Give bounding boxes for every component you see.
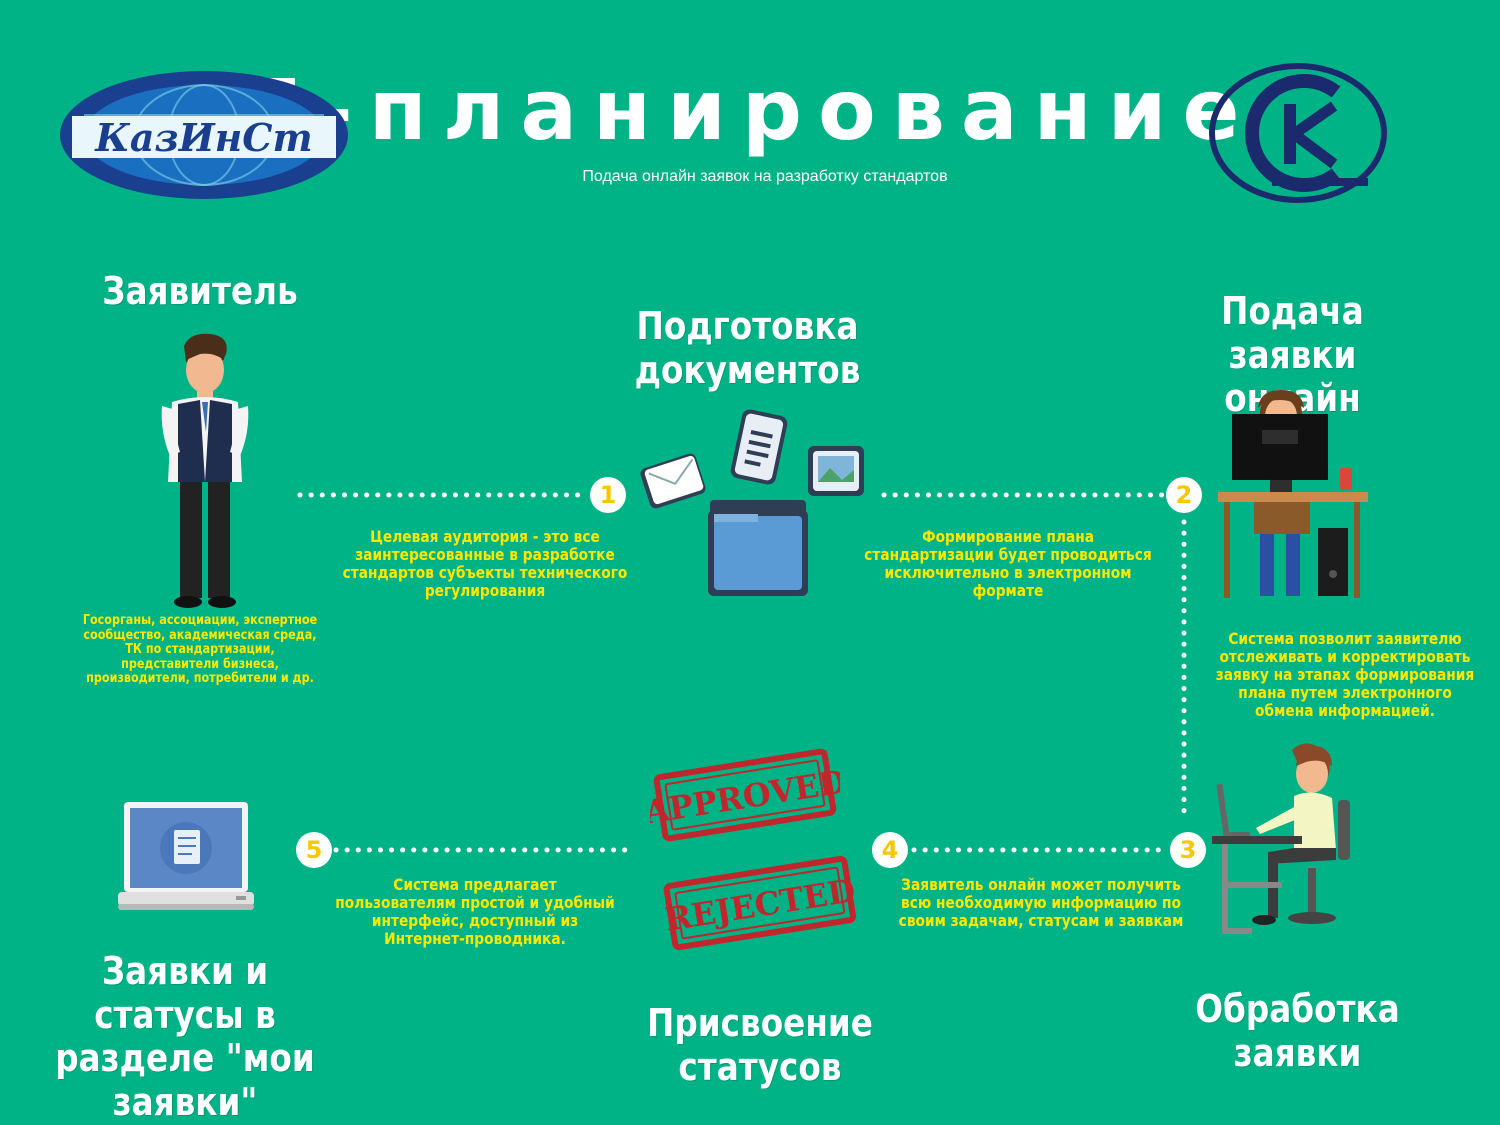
desk-computer-user-icon — [1218, 390, 1368, 598]
note-my-requests: Система предлагает пользователям простой… — [335, 875, 615, 948]
step-badge-4: 4 — [872, 832, 908, 868]
page-subtitle: Подача онлайн заявок на разработку станд… — [582, 168, 948, 185]
documents-folder-icon — [640, 409, 864, 596]
step-badge-3: 3 — [1170, 832, 1206, 868]
note-applicant: Госорганы, ассоциации, экспертное сообще… — [82, 613, 318, 687]
step-badge-5: 5 — [296, 832, 332, 868]
kazinst-logo: КазИнСт — [60, 71, 348, 199]
applicant-person-icon — [161, 333, 249, 608]
ks-logo — [1209, 63, 1387, 203]
kazinst-logo-text: КазИнСт — [94, 115, 313, 160]
rejected-stamp-icon: REJECTED — [662, 856, 858, 951]
note-statuses: Заявитель онлайн может получить всю необ… — [898, 875, 1184, 930]
woman-at-computer-icon — [1212, 743, 1350, 934]
heading-processing: Обработка заявки — [1195, 987, 1400, 1075]
note-documents: Целевая аудитория - это все заинтересова… — [342, 527, 628, 600]
heading-statuses: Присвоение статусов — [647, 1001, 873, 1089]
heading-documents: Подготовка документов — [634, 304, 861, 392]
page-title: E-планирование — [244, 61, 1256, 159]
approved-stamp-icon: APPROVED — [650, 748, 840, 842]
note-submit: Формирование плана стандартизации будет … — [864, 527, 1152, 600]
heading-my-requests: Заявки и статусы в разделе "мои заявки" — [55, 949, 315, 1125]
note-submit-tracking: Система позволит заявителю отслеживать и… — [1215, 629, 1475, 720]
laptop-checklist-icon — [118, 802, 254, 910]
step-badge-1: 1 — [590, 477, 626, 513]
heading-applicant: Заявитель — [102, 269, 298, 313]
step-badge-2: 2 — [1166, 477, 1202, 513]
